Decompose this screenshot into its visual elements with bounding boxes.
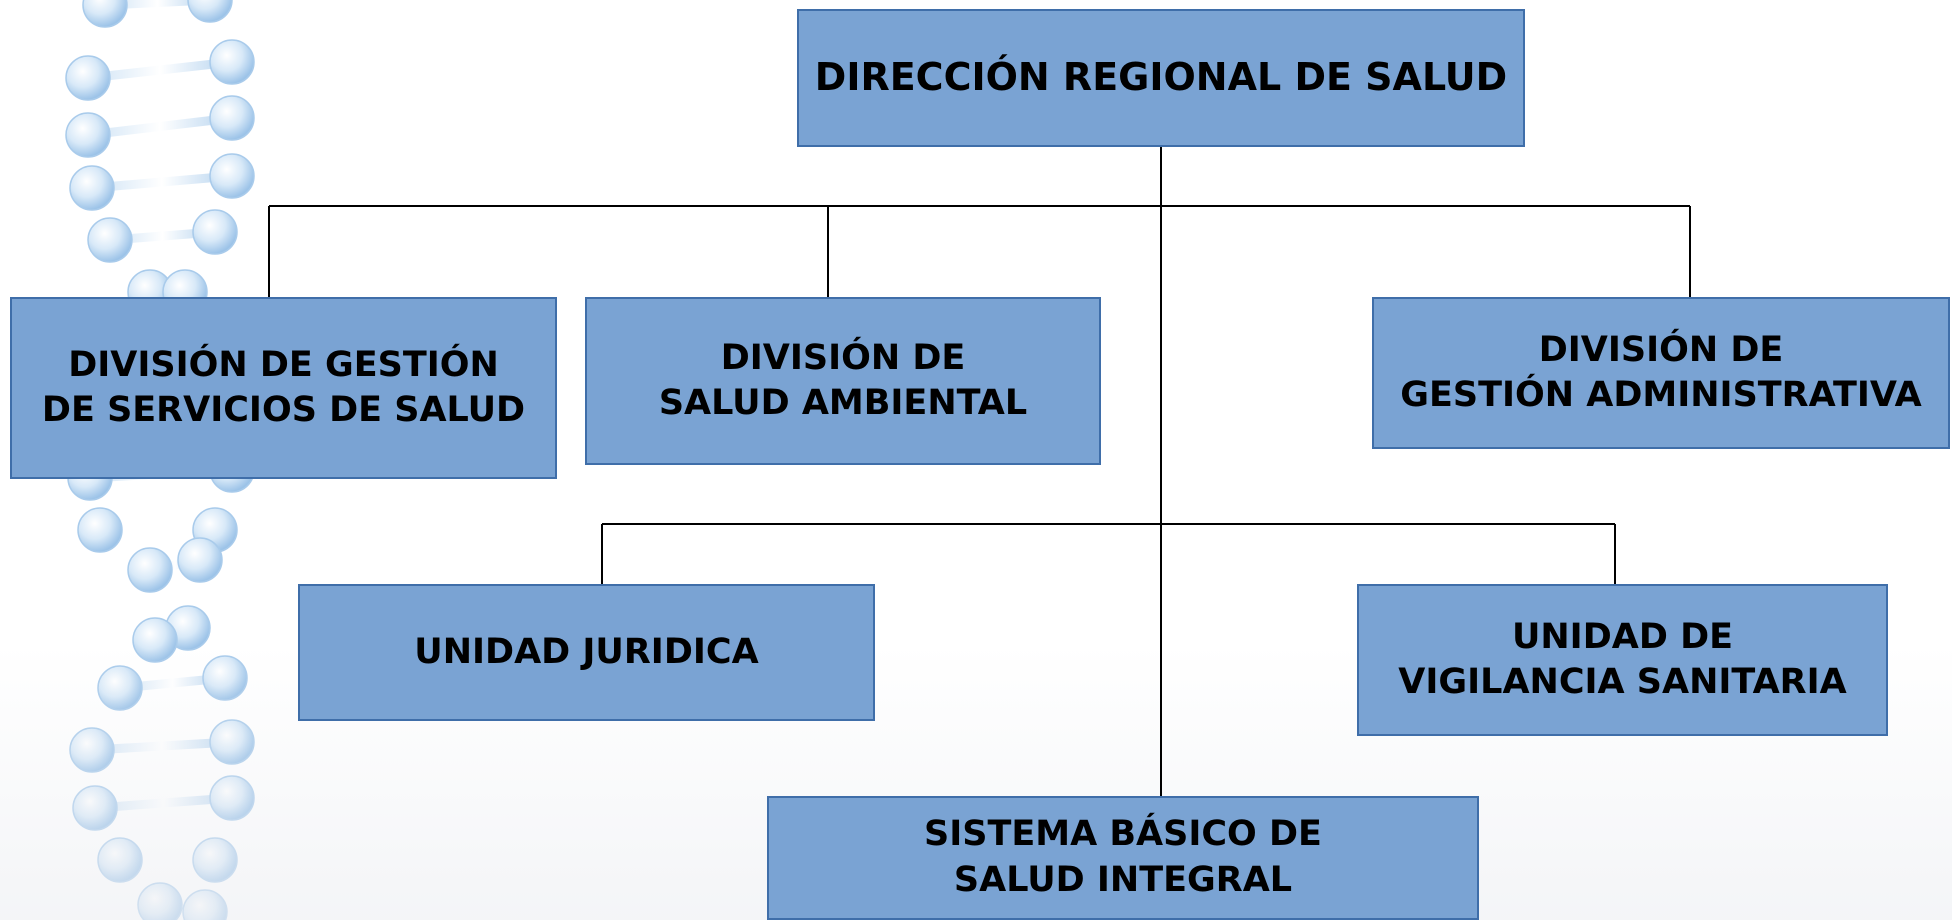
box-sistema-basico-salud-integral: SISTEMA BÁSICO DE SALUD INTEGRAL [767, 796, 1479, 920]
box-division-gestion-servicios: DIVISIÓN DE GESTIÓN DE SERVICIOS DE SALU… [10, 297, 557, 479]
box-direccion-regional: DIRECCIÓN REGIONAL DE SALUD [797, 9, 1525, 147]
box-division-gestion-administrativa: DIVISIÓN DE GESTIÓN ADMINISTRATIVA [1372, 297, 1950, 449]
box-unidad-vigilancia-sanitaria: UNIDAD DE VIGILANCIA SANITARIA [1357, 584, 1888, 736]
box-division-salud-ambiental: DIVISIÓN DE SALUD AMBIENTAL [585, 297, 1101, 465]
box-label-line: SALUD AMBIENTAL [658, 383, 1028, 423]
box-label-line: DIVISIÓN DE GESTIÓN [68, 344, 499, 385]
box-label-line: SISTEMA BÁSICO DE [924, 814, 1322, 854]
box-label-line: DIVISIÓN DE [720, 337, 966, 378]
box-unidad-juridica: UNIDAD JURIDICA [298, 584, 875, 721]
box-label-line: UNIDAD JURIDICA [414, 631, 759, 672]
box-label-line: DE SERVICIOS DE SALUD [41, 390, 526, 430]
box-label-line: DIVISIÓN DE [1538, 329, 1784, 370]
box-label-line: DIRECCIÓN REGIONAL DE SALUD [814, 55, 1508, 100]
box-label-line: VIGILANCIA SANITARIA [1398, 662, 1847, 702]
box-label-line: UNIDAD DE [1511, 616, 1734, 657]
box-label-line: SALUD INTEGRAL [953, 859, 1293, 900]
box-label-line: GESTIÓN ADMINISTRATIVA [1400, 375, 1922, 415]
